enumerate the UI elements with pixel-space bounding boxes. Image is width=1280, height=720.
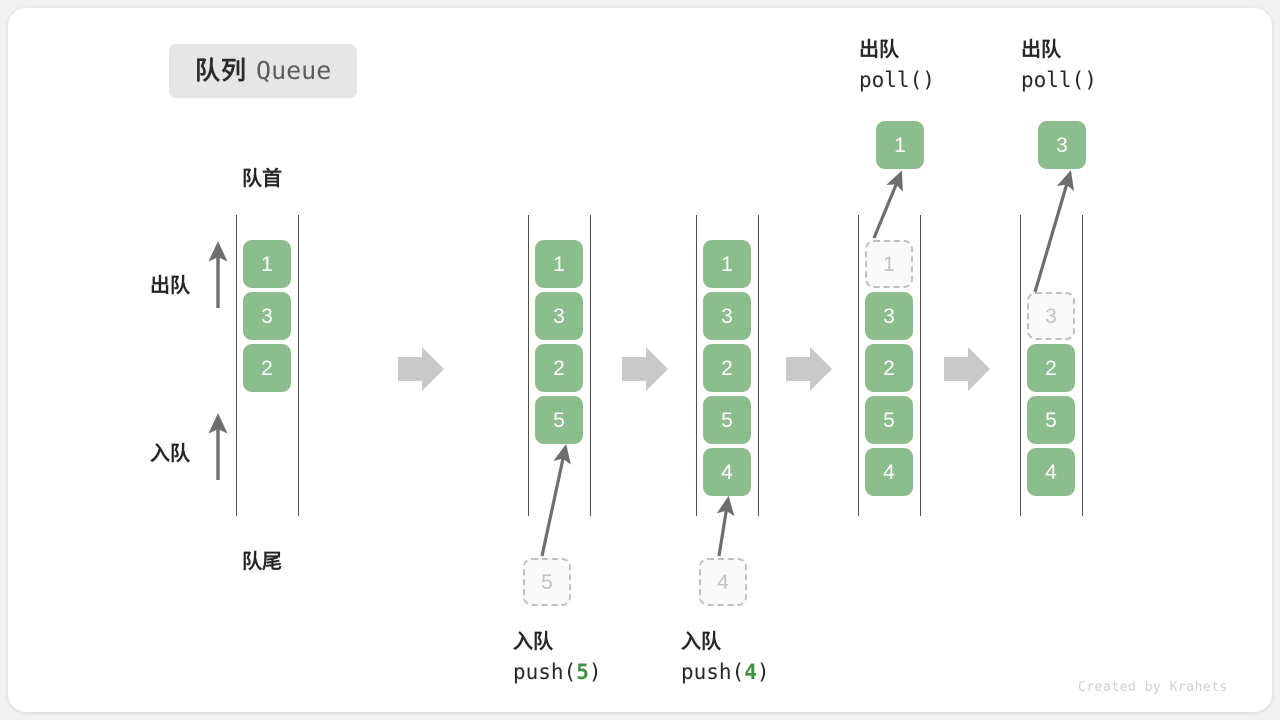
queue-cell: 3 (535, 292, 583, 340)
queue-cell: 2 (1027, 344, 1075, 392)
queue-cell: 1 (703, 240, 751, 288)
removed-queue-cell: 1 (865, 240, 913, 288)
caption-push-5-cn: 入队 (513, 631, 553, 653)
caption-poll-1: 出队 poll() (859, 36, 935, 95)
rail-left (858, 215, 859, 516)
queue-cell: 5 (1027, 396, 1075, 444)
diagram-stage: 队列 Queue 队首 队尾 出队 入队 1 3 2 1 3 2 5 5 (8, 8, 1272, 712)
diagram-title-en: Queue (256, 56, 332, 85)
queue-column-initial: 1 3 2 (236, 8, 336, 712)
rail-right (590, 215, 591, 516)
queue-cell: 3 (243, 292, 291, 340)
rail-left (236, 215, 237, 516)
caption-poll-2-cn: 出队 (1021, 39, 1061, 61)
diagram-title-cn: 队列 (195, 57, 248, 85)
rail-right (920, 215, 921, 516)
queue-cell: 3 (703, 292, 751, 340)
queue-column-after-push-4: 1 3 2 5 4 (696, 8, 796, 712)
rail-right (758, 215, 759, 516)
queue-cell: 5 (865, 396, 913, 444)
rail-right (1082, 215, 1083, 516)
queue-cell: 2 (703, 344, 751, 392)
queue-cell: 2 (243, 344, 291, 392)
caption-poll-1-cn: 出队 (859, 39, 899, 61)
queue-cell: 5 (535, 396, 583, 444)
caption-push-5-code-prefix: push( (513, 660, 577, 684)
diagram-card: 队列 Queue 队首 队尾 出队 入队 1 3 2 1 3 2 5 5 (8, 8, 1272, 712)
caption-push-4-cn: 入队 (681, 631, 721, 653)
popped-cell: 1 (876, 121, 924, 169)
caption-poll-2-code: poll() (1021, 68, 1097, 92)
diagram-title-badge: 队列 Queue (169, 44, 358, 98)
caption-push-5-code: push(5) (513, 657, 602, 687)
dequeue-direction-label: 出队 (150, 275, 190, 297)
queue-cell: 4 (703, 448, 751, 496)
queue-cell: 3 (865, 292, 913, 340)
watermark: Created by Krahets (1078, 680, 1228, 695)
queue-column-after-push-5: 1 3 2 5 (528, 8, 628, 712)
enqueue-direction-label: 入队 (150, 443, 190, 465)
queue-column-after-poll-3: 3 2 5 4 (1020, 8, 1120, 712)
pending-push-cell: 5 (523, 558, 571, 606)
caption-push-4-code-suffix: ) (756, 660, 770, 684)
queue-cell: 1 (243, 240, 291, 288)
queue-column-after-poll-1: 1 3 2 5 4 (858, 8, 958, 712)
step-arrow-icon (622, 347, 668, 391)
caption-push-5-code-arg: 5 (576, 660, 589, 684)
caption-poll-1-code: poll() (859, 68, 935, 92)
queue-cell: 1 (535, 240, 583, 288)
step-arrow-icon (398, 347, 444, 391)
caption-poll-2: 出队 poll() (1021, 36, 1097, 95)
caption-push-5-code-suffix: ) (588, 660, 602, 684)
caption-push-4-code-prefix: push( (681, 660, 745, 684)
popped-cell: 3 (1038, 121, 1086, 169)
caption-push-5: 入队 push(5) (513, 628, 602, 687)
rail-left (528, 215, 529, 516)
queue-tail-label: 队尾 (242, 551, 282, 573)
rail-left (696, 215, 697, 516)
rail-right (298, 215, 299, 516)
caption-push-4-code: push(4) (681, 657, 770, 687)
pending-push-cell: 4 (699, 558, 747, 606)
queue-head-label: 队首 (242, 168, 282, 190)
rail-left (1020, 215, 1021, 516)
queue-cell: 5 (703, 396, 751, 444)
queue-cell: 2 (865, 344, 913, 392)
queue-cell: 4 (1027, 448, 1075, 496)
queue-cell: 2 (535, 344, 583, 392)
removed-queue-cell: 3 (1027, 292, 1075, 340)
caption-push-4-code-arg: 4 (744, 660, 757, 684)
caption-push-4: 入队 push(4) (681, 628, 770, 687)
queue-cell: 4 (865, 448, 913, 496)
